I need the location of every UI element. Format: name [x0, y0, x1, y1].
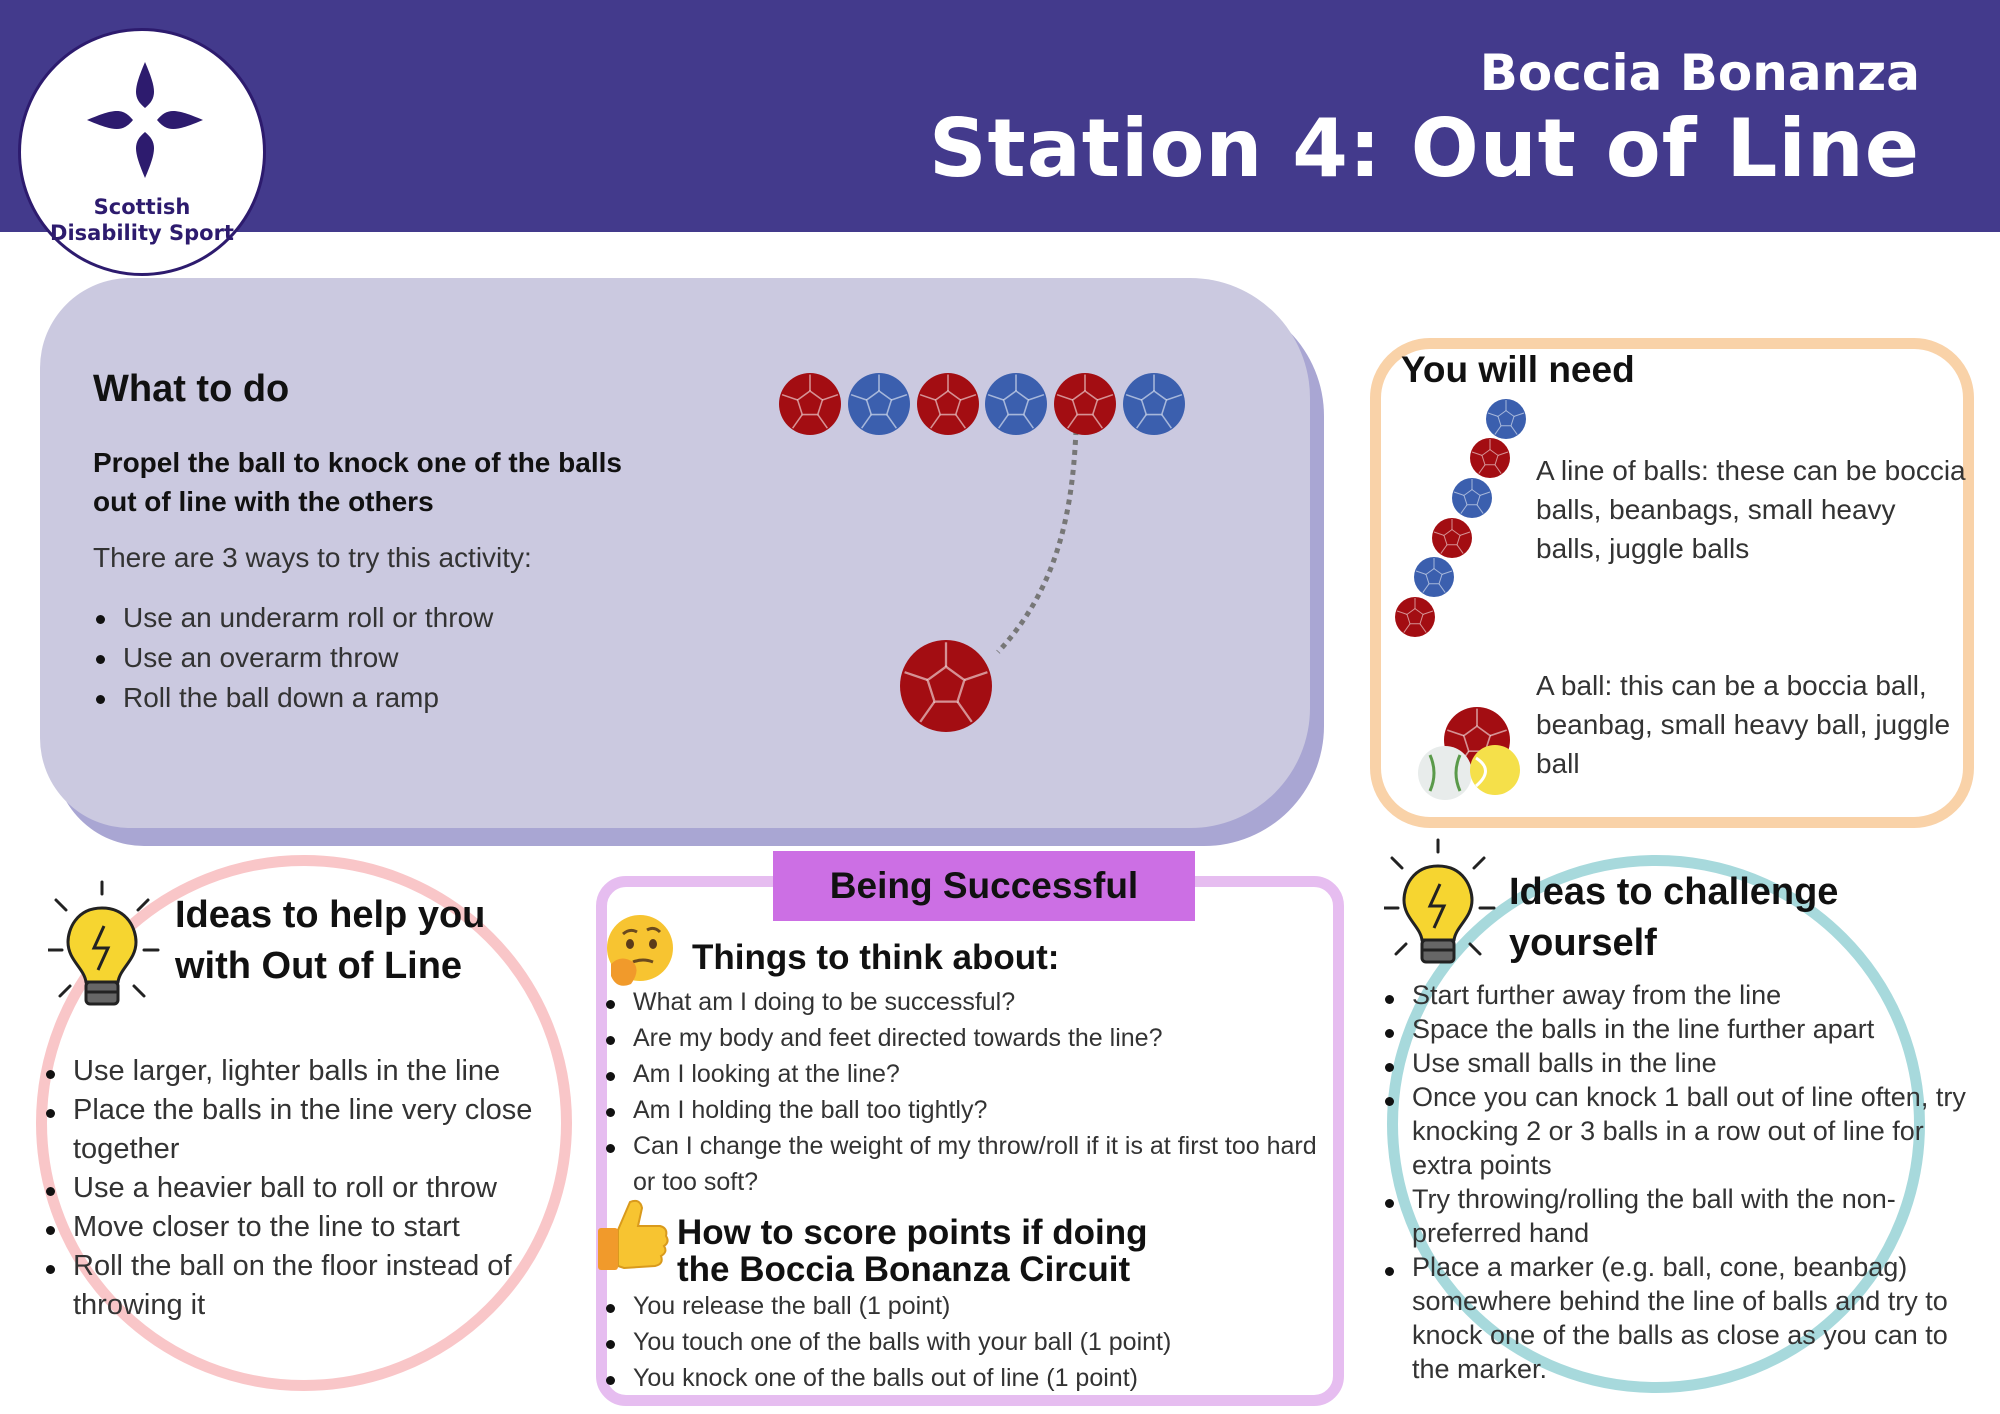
- ideas-challenge-title-line1: Ideas to challenge: [1509, 871, 1839, 913]
- list-item: Roll the ball down a ramp: [95, 678, 493, 718]
- list-item: Am I holding the ball too tightly?: [606, 1092, 1333, 1128]
- list-item: What am I doing to be successful?: [606, 984, 1333, 1020]
- tennis-ball-icon: [1470, 745, 1520, 795]
- list-item: Once you can knock 1 ball out of line of…: [1385, 1080, 1972, 1182]
- things-to-think-list: What am I doing to be successful? Are my…: [606, 984, 1333, 1200]
- page-title: Station 4: Out of Line: [928, 102, 1920, 195]
- ideas-help-title-line2: with Out of Line: [175, 945, 463, 987]
- ideas-challenge-ring: [1387, 855, 1925, 1393]
- ideas-challenge-title-line2: yourself: [1509, 922, 1657, 964]
- baseball-icon: [1418, 746, 1472, 800]
- boccia-ball-icon: [848, 373, 910, 435]
- ways-list: Use an underarm roll or throw Use an ove…: [95, 598, 493, 718]
- score-heading-line1: How to score points if doing: [677, 1213, 1148, 1252]
- logo-star-icon: [87, 62, 203, 178]
- ideas-challenge-list: Start further away from the line Space t…: [1385, 978, 1972, 1386]
- assorted-balls-icon: [1418, 707, 1520, 800]
- list-item: You knock one of the balls out of line (…: [606, 1360, 1333, 1396]
- list-item: Use small balls in the line: [1385, 1046, 1972, 1080]
- diagonal-ball-line-icon: [1395, 399, 1526, 637]
- score-points-heading: How to score points if doing the Boccia …: [677, 1214, 1148, 1288]
- thinking-face-icon: [607, 915, 673, 986]
- ideas-help-list: Use larger, lighter balls in the line Pl…: [46, 1052, 543, 1325]
- list-item: Move closer to the line to start: [46, 1208, 543, 1247]
- header-banner: Boccia Bonanza Station 4: Out of Line: [0, 0, 2000, 232]
- header-subtitle: Boccia Bonanza: [1479, 44, 1920, 102]
- ball-line-illustration: [779, 373, 1185, 732]
- score-heading-line2: the Boccia Bonanza Circuit: [677, 1250, 1131, 1289]
- list-item: Use a heavier ball to roll or throw: [46, 1169, 543, 1208]
- list-item: You touch one of the balls with your bal…: [606, 1324, 1333, 1360]
- what-to-do-heading: What to do: [93, 368, 290, 410]
- what-to-do-panel: What to do Propel the ball to knock one …: [40, 278, 1310, 828]
- logo-text-line1: Scottish: [93, 195, 191, 219]
- list-item: Space the balls in the line further apar…: [1385, 1012, 1972, 1046]
- need-item-line-of-balls: A line of balls: these can be boccia bal…: [1536, 455, 1966, 564]
- list-item: Am I looking at the line?: [606, 1056, 1333, 1092]
- list-item: Use an underarm roll or throw: [95, 598, 493, 638]
- what-to-do-intro: There are 3 ways to try this activity:: [93, 542, 532, 573]
- being-successful-panel: [596, 876, 1344, 1406]
- ideas-help-title: Ideas to help you with Out of Line: [175, 890, 485, 992]
- ideas-challenge-title: Ideas to challenge yourself: [1509, 867, 1838, 969]
- list-item: Try throwing/rolling the ball with the n…: [1385, 1182, 1972, 1250]
- scottish-disability-sport-logo: Scottish Disability Sport: [18, 28, 266, 276]
- ideas-help-title-line1: Ideas to help you: [175, 894, 486, 936]
- list-item: You release the ball (1 point): [606, 1288, 1333, 1324]
- list-item: Roll the ball on the floor instead of th…: [46, 1247, 543, 1325]
- lightbulb-icon: [48, 880, 160, 1006]
- boccia-ball-icon: [917, 373, 979, 435]
- list-item: Are my body and feet directed towards th…: [606, 1020, 1333, 1056]
- boccia-ball-icon: [985, 373, 1047, 435]
- boccia-ball-icon: [779, 373, 841, 435]
- list-item: Start further away from the line: [1385, 978, 1972, 1012]
- being-successful-tab: Being Successful: [773, 851, 1195, 921]
- thrown-ball-icon: [900, 640, 992, 732]
- list-item: Place a marker (e.g. ball, cone, beanbag…: [1385, 1250, 1972, 1386]
- lightbulb-icon: [1384, 838, 1496, 964]
- list-item: Use an overarm throw: [95, 638, 493, 678]
- ideas-help-ring: [36, 855, 572, 1391]
- things-to-think-heading: Things to think about:: [692, 938, 1060, 977]
- need-item-ball: A ball: this can be a boccia ball, beanb…: [1536, 670, 1951, 779]
- ball-path-line: [996, 399, 1080, 654]
- list-item: Can I change the weight of my throw/roll…: [606, 1128, 1333, 1200]
- boccia-ball-icon: [1054, 373, 1116, 435]
- boccia-ball-icon: [1123, 373, 1185, 435]
- score-points-list: You release the ball (1 point) You touch…: [606, 1288, 1333, 1396]
- thumbs-up-icon: [598, 1199, 669, 1270]
- list-item: Use larger, lighter balls in the line: [46, 1052, 543, 1091]
- list-item: Place the balls in the line very close t…: [46, 1091, 543, 1169]
- you-will-need-heading: You will need: [1401, 349, 1635, 390]
- logo-text-line2: Disability Sport: [50, 221, 234, 245]
- what-to-do-instruction: Propel the ball to knock one of the ball…: [93, 447, 622, 517]
